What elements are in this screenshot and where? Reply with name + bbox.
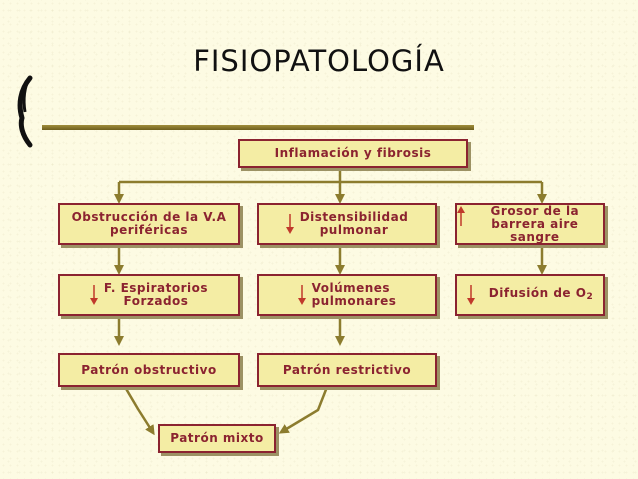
down-arrow-icon [297,285,306,305]
down-arrow-icon [285,214,294,234]
box-patron-mixto-label: Patrón mixto [170,431,264,445]
box-distensibilidad: Distensibilidad pulmonar [257,203,437,245]
box-distensibilidad-line2: pulmonar [319,223,389,237]
box-obstruccion-line1: Obstrucción de la V.A [71,210,227,224]
box-grosor: Grosor de la barrera aire sangre [455,203,605,245]
box-difusion-label: Difusión de O [488,285,587,300]
box-volumenes-line1: Volúmenes [311,281,391,295]
down-arrow-icon [89,285,98,305]
box-espiratorios: F. Espiratorios Forzados [58,274,240,316]
box-volumenes: Volúmenes pulmonares [257,274,437,316]
box-distensibilidad-line1: Distensibilidad [299,210,409,224]
down-arrow-icon [466,285,475,305]
box-inflamacion-label: Inflamación y fibrosis [274,146,432,160]
decorative-bracket-icon [17,75,33,148]
box-espiratorios-line2: Forzados [123,294,189,308]
box-volumenes-line2: pulmonares [311,294,397,308]
box-espiratorios-line1: F. Espiratorios [103,281,209,295]
box-obstruccion: Obstrucción de la V.A periféricas [58,203,240,245]
title-underline [42,125,474,130]
page-title: FISIOPATOLOGÍA [193,44,445,78]
box-patron-restrictivo: Patrón restrictivo [257,353,437,387]
box-patron-obstructivo-label: Patrón obstructivo [81,362,217,377]
box-grosor-line2: barrera aire sangre [491,216,579,244]
box-inflamacion: Inflamación y fibrosis [238,139,468,168]
box-patron-restrictivo-label: Patrón restrictivo [282,362,412,377]
box-obstruccion-line2: periféricas [109,223,188,237]
box-difusion-subscript: 2 [586,291,594,302]
box-difusion: Difusión de O2 [455,274,605,316]
box-patron-mixto: Patrón mixto [158,424,276,453]
box-patron-obstructivo: Patrón obstructivo [58,353,240,387]
box-grosor-line1: Grosor de la [490,203,580,218]
up-arrow-icon [457,205,465,226]
